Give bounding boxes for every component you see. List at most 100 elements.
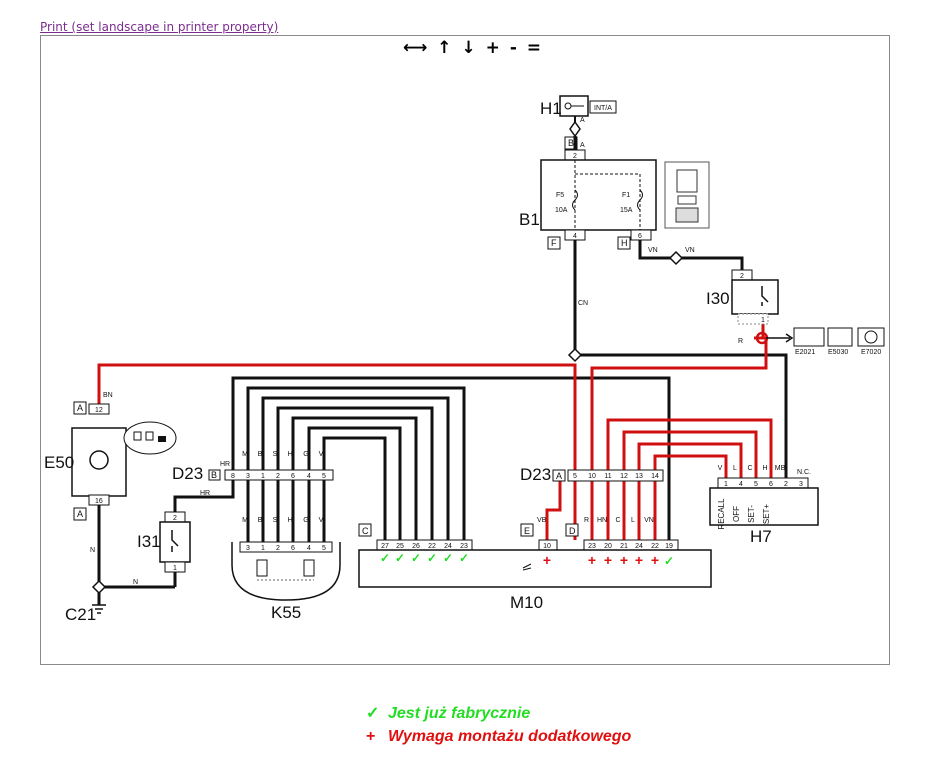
svg-text:VN: VN [648, 247, 658, 254]
k55-wire-label: M [242, 517, 248, 524]
svg-text:E7020: E7020 [861, 349, 881, 356]
svg-text:B: B [568, 138, 574, 148]
d23-left-pin: 4 [307, 473, 311, 480]
svg-text:6: 6 [638, 233, 642, 240]
h7-wire-label: H [762, 465, 767, 472]
m10-d-pin: 21 [620, 543, 628, 550]
h7-wire-label: MB [775, 465, 786, 472]
svg-text:A: A [77, 509, 83, 519]
legend-requires-installation: + Wymaga montażu dodatkowego [366, 728, 631, 746]
d23-left-wire-label: S [273, 451, 278, 458]
svg-text:C: C [362, 526, 369, 536]
k55-pin: 6 [291, 545, 295, 552]
label-i30: I30 [706, 289, 730, 308]
svg-text:E: E [524, 526, 530, 536]
m10-d-pin: 19 [665, 543, 673, 550]
pan-horizontal-icon[interactable]: ⟷ [403, 38, 429, 58]
navigation-bar: ⟷ ↑ ↓ + - = [402, 38, 543, 58]
svg-text:VN: VN [685, 247, 695, 254]
d23-right-pin: 14 [651, 473, 659, 480]
svg-text:HR: HR [220, 461, 230, 468]
d23-left-pin: 6 [291, 473, 295, 480]
h7-pin: 2 [784, 481, 788, 488]
legend-already-present: ✓ Jest już fabrycznie [366, 703, 530, 723]
label-h1: H1 [540, 99, 562, 118]
svg-text:N: N [133, 579, 138, 586]
label-d23-right: D23 [520, 465, 551, 484]
svg-text:F5: F5 [556, 192, 564, 199]
m10-d-pin: 22 [651, 543, 659, 550]
plus-icon: + [620, 552, 628, 568]
d23-left-pin: 3 [246, 473, 250, 480]
h7-function-label: RECALL [717, 498, 726, 530]
h7-wire-label: V [718, 465, 723, 472]
d23-right-pin: 10 [588, 473, 596, 480]
h7-pin: 3 [799, 481, 803, 488]
d23-left-pin: 5 [322, 473, 326, 480]
i31-switch [159, 511, 191, 573]
m10-d-wire-label: HN [597, 517, 607, 524]
svg-text:F1: F1 [622, 192, 630, 199]
svg-text:A: A [556, 471, 562, 481]
splice-nodes [91, 250, 684, 595]
arrow-down-icon[interactable]: ↓ [461, 38, 477, 58]
svg-text:HR: HR [200, 490, 210, 497]
d23-left-wire-label: G [303, 451, 308, 458]
arrow-up-icon[interactable]: ↑ [437, 38, 453, 58]
d23-right-connector [552, 469, 664, 482]
k55-pin: 5 [322, 545, 326, 552]
svg-text:N: N [90, 547, 95, 554]
m10-d-pin: 20 [604, 543, 612, 550]
h7-pin: 1 [724, 481, 728, 488]
k55-wire-label: B [258, 517, 263, 524]
check-icon: ✓ [427, 551, 437, 565]
m10-c-pin: 27 [381, 543, 389, 550]
svg-text:BN: BN [103, 392, 113, 399]
svg-text:R: R [738, 338, 743, 345]
check-icon: ✓ [443, 551, 453, 565]
d23-right-pin: 11 [604, 473, 611, 480]
h7-pin: 5 [754, 481, 758, 488]
k55-pin: 2 [276, 545, 280, 552]
zoom-in-button[interactable]: + [485, 38, 501, 58]
label-c21: C21 [65, 605, 96, 624]
svg-text:1: 1 [761, 317, 765, 324]
plus-icon: + [366, 728, 376, 745]
svg-text:E2021: E2021 [795, 349, 815, 356]
check-icon: ✓ [664, 554, 674, 568]
legend-add-text: Wymaga montażu dodatkowego [388, 728, 632, 745]
warning-icons [766, 327, 885, 347]
m10-d-pin: 24 [635, 543, 643, 550]
m10-c-pin: 23 [460, 543, 468, 550]
reset-zoom-button[interactable]: = [526, 38, 543, 58]
red-wires [97, 320, 773, 540]
svg-text:2: 2 [740, 273, 744, 280]
label-m10: M10 [510, 593, 543, 612]
k55-wire-label: V [319, 517, 324, 524]
svg-text:A: A [580, 117, 585, 124]
label-b1: B1 [519, 210, 540, 229]
small-labels: INT/A E2021 E5030 E7020 F5 10A F1 15A A … [90, 105, 881, 586]
zoom-out-button[interactable]: - [509, 38, 518, 58]
svg-text:1: 1 [173, 565, 177, 572]
d23-left-wire-label: H [287, 451, 292, 458]
svg-text:A: A [77, 403, 83, 413]
svg-text:F: F [551, 238, 557, 248]
i30-switch [731, 269, 779, 325]
d23-left-pin: 1 [261, 473, 265, 480]
check-icon: ✓ [411, 551, 421, 565]
check-icon: ✓ [366, 705, 380, 722]
m10-d-pin: 23 [588, 543, 596, 550]
d23-right-pin: 5 [573, 473, 577, 480]
svg-text:2: 2 [573, 153, 577, 160]
k55-wire-label: G [303, 517, 308, 524]
m10-control-unit [358, 523, 712, 588]
legend-ok-text: Jest już fabrycznie [388, 705, 531, 722]
print-link[interactable]: Print (set landscape in printer property… [40, 20, 279, 34]
check-icon: ✓ [459, 551, 469, 565]
e50-clock [71, 403, 177, 506]
label-i31: I31 [137, 532, 161, 551]
svg-text:2: 2 [173, 515, 177, 522]
